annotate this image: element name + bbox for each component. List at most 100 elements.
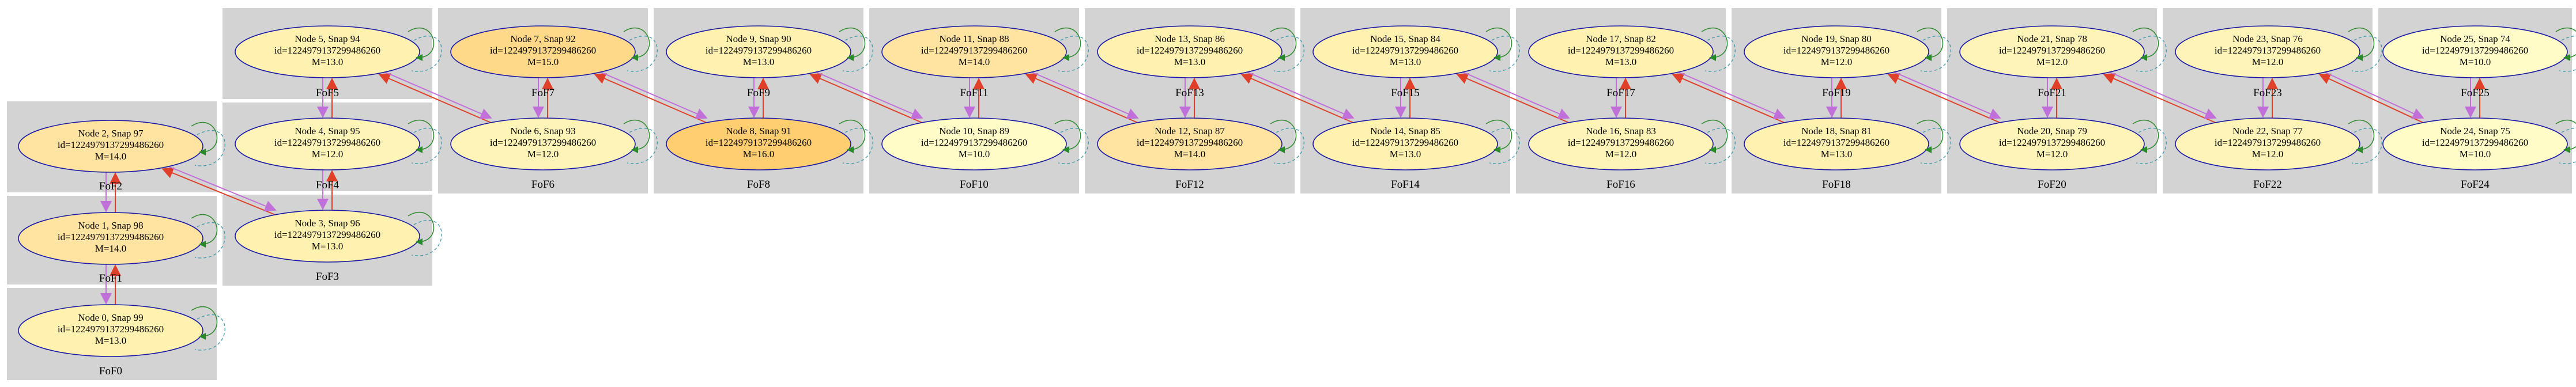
cluster-label: FoF16 (1606, 179, 1635, 191)
self-loop (1270, 119, 1297, 153)
halo-node[interactable]: Node 7, Snap 92id=1224979137299486260M=1… (450, 25, 658, 78)
node-title: Node 9, Snap 90 (726, 33, 791, 44)
halo-node[interactable]: Node 3, Snap 96id=1224979137299486260M=1… (235, 210, 442, 263)
self-loop (1054, 119, 1081, 153)
self-loop (408, 27, 435, 61)
halo-node[interactable]: Node 15, Snap 84id=1224979137299486260M=… (1312, 25, 1520, 78)
halo-node[interactable]: Node 9, Snap 90id=1224979137299486260M=1… (666, 25, 873, 78)
node-ellipse (450, 25, 636, 78)
halo-node[interactable]: Node 13, Snap 86id=1224979137299486260M=… (1097, 25, 1304, 78)
halo-node[interactable]: Node 18, Snap 81id=1224979137299486260M=… (1744, 117, 1951, 170)
node-mass: M=12.0 (527, 149, 559, 160)
node-mass: M=13.0 (1174, 56, 1205, 67)
progenitor-edge (1672, 73, 1786, 124)
self-loop (1704, 128, 1736, 164)
halo-node[interactable]: Node 22, Snap 77id=1224979137299486260M=… (2175, 117, 2382, 170)
node-mass: M=13.0 (743, 56, 774, 67)
self-loop (2136, 128, 2167, 164)
halo-node[interactable]: Node 2, Snap 97id=1224979137299486260M=1… (18, 120, 225, 173)
node-title: Node 1, Snap 98 (78, 220, 143, 231)
node-title: Node 7, Snap 92 (510, 33, 575, 44)
node-title: Node 3, Snap 96 (295, 218, 360, 229)
descendant-edge (1887, 69, 2001, 119)
progenitor-edge (1456, 73, 1571, 124)
nodes: Node 0, Snap 99id=1224979137299486260M=1… (18, 25, 2576, 357)
edge-label: FoF13 (1175, 87, 1204, 99)
node-mass: M=13.0 (1390, 56, 1421, 67)
halo-node[interactable]: Node 14, Snap 85id=1224979137299486260M=… (1312, 117, 1520, 170)
halo-node[interactable]: Node 4, Snap 95id=1224979137299486260M=1… (235, 117, 442, 170)
cluster-label: FoF20 (2038, 179, 2066, 191)
node-title: Node 2, Snap 97 (78, 128, 144, 139)
self-loop (623, 27, 650, 61)
self-loop (411, 36, 442, 72)
halo-node[interactable]: Node 6, Snap 93id=1224979137299486260M=1… (450, 117, 658, 170)
progenitor-edge (809, 73, 924, 124)
edge-label: FoF21 (2038, 87, 2066, 99)
cluster-label: FoF22 (2253, 179, 2282, 191)
progenitor-edge (594, 73, 708, 124)
node-idtext: id=1224979137299486260 (1137, 45, 1243, 56)
node-ellipse (666, 117, 851, 170)
halo-node[interactable]: Node 5, Snap 94id=1224979137299486260M=1… (235, 25, 442, 78)
descendant-edge (593, 69, 708, 119)
self-loop (1917, 119, 1944, 153)
edge-label: FoF23 (2253, 87, 2282, 99)
halo-node[interactable]: Node 10, Snap 89id=1224979137299486260M=… (881, 117, 1089, 170)
node-ellipse (1744, 25, 1929, 78)
halo-node[interactable]: Node 11, Snap 88id=1224979137299486260M=… (881, 25, 1089, 78)
node-idtext: id=1224979137299486260 (274, 137, 380, 148)
node-title: Node 25, Snap 74 (2440, 33, 2510, 44)
halo-node[interactable]: Node 23, Snap 76id=1224979137299486260M=… (2175, 25, 2382, 78)
node-title: Node 0, Snap 99 (78, 312, 143, 323)
cluster-labels: FoF0 FoF3 FoF6 FoF8 FoF10 FoF12 FoF14 Fo… (99, 179, 2490, 377)
self-loop (1489, 36, 1520, 72)
self-loop (2348, 27, 2375, 61)
node-title: Node 16, Snap 83 (1586, 126, 1656, 136)
progenitor-edge (2103, 73, 2217, 124)
halo-node[interactable]: Node 1, Snap 98id=1224979137299486260M=1… (18, 212, 225, 265)
node-ellipse (2382, 117, 2568, 170)
node-idtext: id=1224979137299486260 (1783, 137, 1889, 148)
halo-node[interactable]: Node 19, Snap 80id=1224979137299486260M=… (1744, 25, 1951, 78)
node-title: Node 14, Snap 85 (1370, 126, 1440, 136)
node-mass: M=13.0 (1821, 149, 1852, 160)
node-idtext: id=1224979137299486260 (490, 45, 596, 56)
node-title: Node 15, Snap 84 (1370, 33, 1440, 44)
halo-node[interactable]: Node 12, Snap 87id=1224979137299486260M=… (1097, 117, 1304, 170)
node-ellipse (1959, 117, 2145, 170)
halo-node[interactable]: Node 20, Snap 79id=1224979137299486260M=… (1959, 117, 2167, 170)
halo-node[interactable]: Node 16, Snap 83id=1224979137299486260M=… (1528, 117, 1736, 170)
cluster-label: FoF12 (1175, 179, 1204, 191)
node-mass: M=14.0 (1174, 149, 1205, 160)
node-ellipse (1312, 25, 1498, 78)
node-mass: M=14.0 (95, 151, 126, 162)
self-loop (1704, 36, 1736, 72)
node-mass: M=13.0 (312, 241, 343, 252)
halo-node[interactable]: Node 0, Snap 99id=1224979137299486260M=1… (18, 304, 225, 357)
descendant-edge (809, 69, 923, 119)
node-title: Node 8, Snap 91 (726, 126, 791, 136)
self-loop (2351, 36, 2382, 72)
halo-node[interactable]: Node 25, Snap 74id=1224979137299486260M=… (2382, 25, 2576, 78)
self-loop (1920, 128, 1951, 164)
node-mass: M=12.0 (2252, 56, 2283, 67)
self-loop (2559, 36, 2576, 72)
halo-node[interactable]: Node 8, Snap 91id=1224979137299486260M=1… (666, 117, 873, 170)
self-loop (1917, 27, 1944, 61)
descendant-edge (1671, 69, 1786, 119)
self-loop (2132, 119, 2159, 153)
self-loop (2351, 128, 2382, 164)
halo-node[interactable]: Node 17, Snap 82id=1224979137299486260M=… (1528, 25, 1736, 78)
self-loop (408, 119, 435, 153)
node-title: Node 18, Snap 81 (1801, 126, 1872, 136)
self-loop (1485, 27, 1513, 61)
edge-label: FoF25 (2461, 87, 2490, 99)
node-ellipse (1528, 117, 1714, 170)
node-mass: M=16.0 (743, 149, 774, 160)
node-idtext: id=1224979137299486260 (1568, 137, 1674, 148)
halo-node[interactable]: Node 21, Snap 78id=1224979137299486260M=… (1959, 25, 2167, 78)
node-title: Node 5, Snap 94 (295, 33, 360, 44)
node-ellipse (1959, 25, 2145, 78)
halo-node[interactable]: Node 24, Snap 75id=1224979137299486260M=… (2382, 117, 2576, 170)
